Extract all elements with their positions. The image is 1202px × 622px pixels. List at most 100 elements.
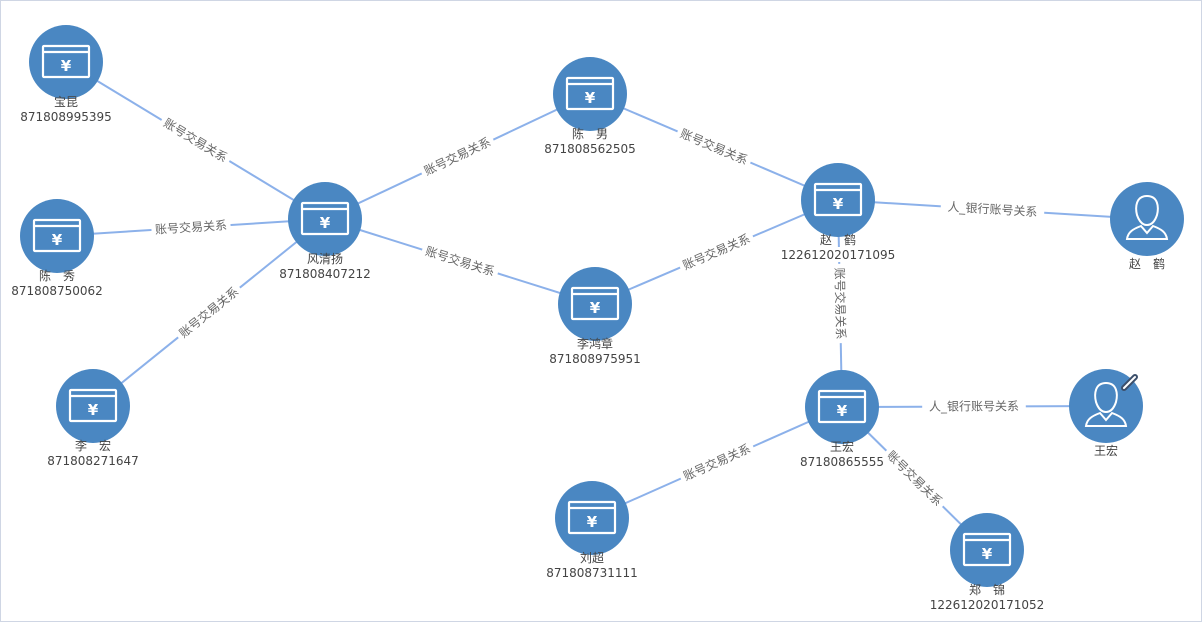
edge-label-background [676,229,757,275]
number-label-background [16,109,116,124]
relationship-edge[interactable]: 账号交易关系 [324,93,591,220]
node-circle[interactable] [1110,182,1184,256]
number-label-background [777,247,899,262]
edge-label-background [831,263,849,344]
bank-card-icon: ¥ [813,182,863,217]
number-label-background [542,565,642,580]
currency-symbol: ¥ [88,401,99,419]
currency-symbol: ¥ [833,195,844,213]
node-number-label: 871808271647 [47,454,139,468]
relationship-edge[interactable]: 人_银行账号关系 [841,398,1107,415]
node-number-label: 871808975951 [549,352,641,366]
currency-symbol: ¥ [585,89,596,107]
bank-card-icon: ¥ [68,388,118,423]
edge-label: 账号交易关系 [680,230,752,272]
person-node[interactable]: 赵 鹤 [1110,182,1184,271]
currency-symbol: ¥ [52,231,63,249]
number-label-background [796,454,888,469]
edge-label-background [677,439,757,486]
bank-card-icon: ¥ [565,76,615,111]
node-circle[interactable] [805,370,879,444]
node-name-label: 赵 鹤 [1129,256,1165,271]
node-circle[interactable] [555,481,629,555]
edge-label: 账号交易关系 [681,441,753,484]
edge-label: 人_银行账号关系 [929,399,1019,413]
number-label-background [540,141,640,156]
relationship-edge[interactable]: 账号交易关系 [56,217,326,238]
node-number-label: 122612020171052 [930,598,1045,612]
relationship-edge[interactable]: 账号交易关系 [324,218,596,305]
node-name-label: 赵 鹤 [820,232,856,247]
edge-label-background [922,398,1026,415]
bank-card-icon: ¥ [570,286,620,321]
number-label-background [275,266,375,281]
node-circle[interactable] [20,199,94,273]
edge-label-background [940,198,1045,221]
number-label-background [545,351,645,366]
currency-symbol: ¥ [837,402,848,420]
node-circle[interactable] [288,182,362,256]
relationship-edge[interactable]: 账号交易关系 [65,61,326,220]
relationship-edge[interactable]: 人_银行账号关系 [837,198,1148,221]
node-circle[interactable] [950,513,1024,587]
node-circle[interactable] [558,267,632,341]
person-node[interactable]: 王宏 [1069,369,1143,458]
currency-symbol: ¥ [61,57,72,75]
node-circle[interactable] [553,57,627,131]
node-name-label: 宝昆 [54,95,78,109]
number-label-background [926,597,1048,612]
node-circle[interactable] [29,25,103,99]
currency-symbol: ¥ [587,513,598,531]
bank-card-icon: ¥ [817,389,867,424]
edge-label: 账号交易关系 [678,125,750,167]
currency-symbol: ¥ [982,545,993,563]
relationship-edge[interactable]: 账号交易关系 [92,218,326,407]
node-name-label: 风清扬 [307,251,343,266]
link-badge-icon[interactable] [1121,374,1138,391]
edge-label: 账号交易关系 [832,267,848,339]
node-number-label: 871808407212 [279,267,371,281]
edge-label: 账号交易关系 [176,284,241,341]
edge-label: 人_银行账号关系 [947,200,1038,219]
bank-card-icon: ¥ [32,218,82,253]
node-name-label: 王宏 [1094,443,1118,458]
edge-label-background [173,281,245,344]
node-name-label: 陈 秀 [39,268,75,283]
edge-label-background [157,113,234,168]
edge-label: 账号交易关系 [422,134,494,178]
edge-label-background [880,444,949,513]
person-icon [1125,194,1169,240]
node-name-label: 陈 男 [572,126,608,141]
node-number-label: 122612020171095 [781,248,896,262]
node-number-label: 871808731111 [546,566,638,580]
node-number-label: 871808995395 [20,110,112,124]
edge-label-background [419,241,501,282]
node-circle[interactable] [56,369,130,443]
bank-card-icon: ¥ [41,44,91,79]
node-number-label: 87180865555 [800,455,884,469]
node-name-label: 王宏 [830,439,854,454]
bank-card-icon: ¥ [567,500,617,535]
edge-label: 账号交易关系 [884,448,946,509]
number-label-background [7,283,107,298]
node-circle[interactable] [801,163,875,237]
node-number-label: 871808562505 [544,142,636,156]
node-name-label: 郑 锦 [969,582,1005,597]
node-number-label: 871808750062 [11,284,103,298]
person-icon [1084,381,1128,427]
edge-label: 账号交易关系 [155,217,228,237]
currency-symbol: ¥ [590,299,601,317]
edge-label-background [418,132,497,181]
